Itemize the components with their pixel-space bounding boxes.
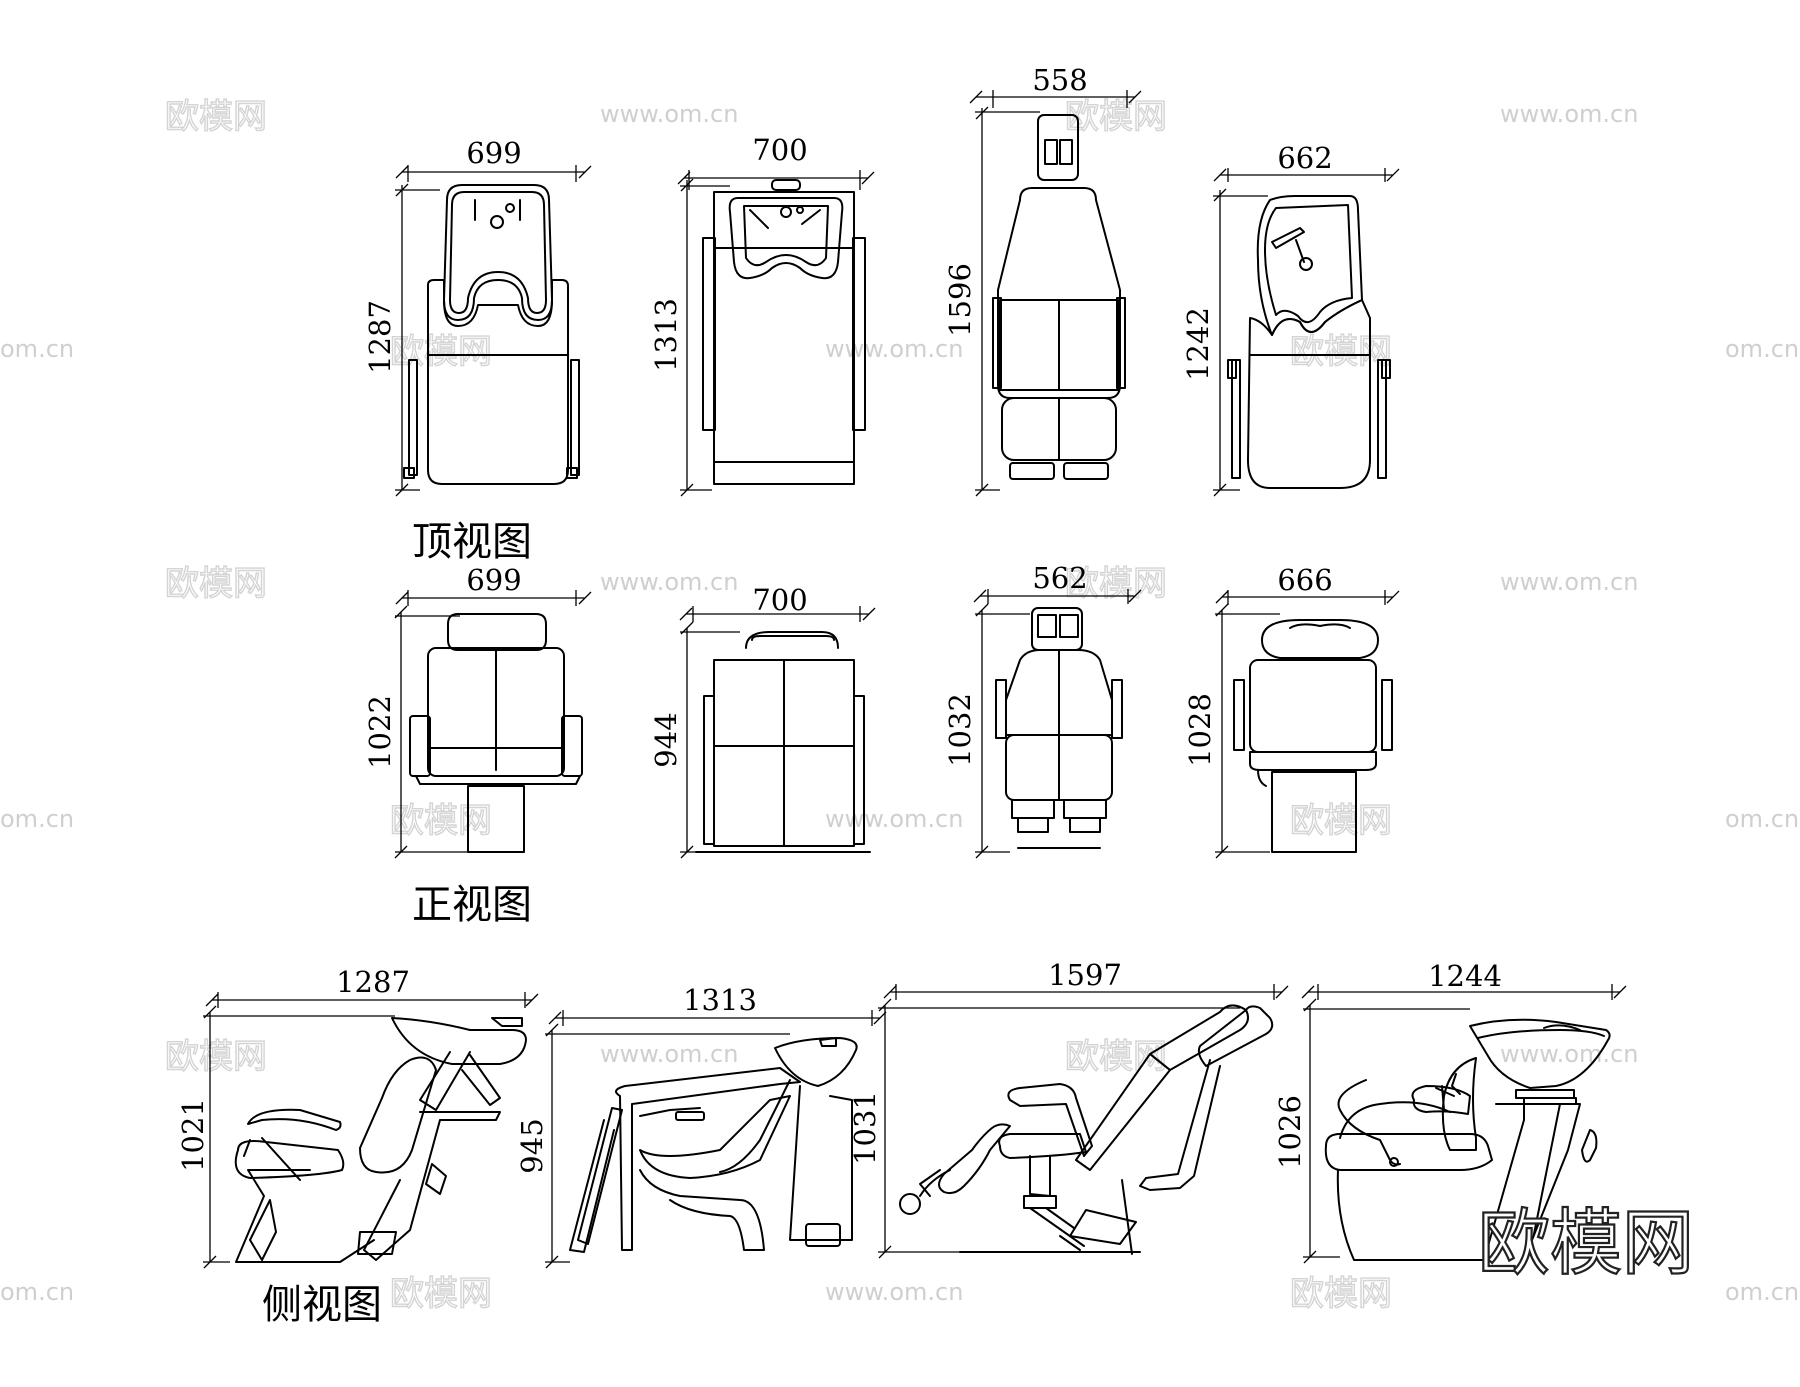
watermark-url: www.om.cn <box>825 335 963 363</box>
dim-top-3-height: 1596 <box>943 263 977 337</box>
watermark-edge: om.cn <box>0 335 74 363</box>
dim-front-4-height: 1028 <box>1183 693 1217 767</box>
dim-top-3-width: 558 <box>1032 63 1087 97</box>
dim-top-1-width: 699 <box>466 136 521 170</box>
top-view-chair-1 <box>403 184 580 485</box>
watermarks: 欧模网 www.om.cn 欧模网 www.om.cn om.cn 欧模网 ww… <box>0 96 1799 1314</box>
dim-front-3-height: 1032 <box>943 693 977 767</box>
label-front-view: 正视图 <box>412 882 532 928</box>
watermark-logo: 欧模网 <box>390 1274 492 1314</box>
watermark-logo: 欧模网 <box>165 1037 267 1077</box>
dim-top-2-height: 1313 <box>649 298 683 372</box>
watermark-logo: 欧模网 <box>165 564 267 604</box>
watermark-logo: 欧模网 <box>1290 1274 1392 1314</box>
dim-top-4-height: 1242 <box>1181 307 1215 381</box>
watermark-url: www.om.cn <box>825 1278 963 1306</box>
watermark-logo: 欧模网 <box>1065 97 1167 137</box>
extension-lines <box>203 90 1613 1263</box>
watermark-logo: 欧模网 <box>1065 1037 1167 1077</box>
dim-top-4-width: 662 <box>1277 141 1332 175</box>
dim-side-4-height: 1026 <box>1273 1095 1307 1169</box>
dim-top-2-width: 700 <box>752 133 807 167</box>
dim-side-1-height: 1021 <box>176 1098 210 1172</box>
watermark-logo: 欧模网 <box>1290 801 1392 841</box>
dim-side-2-height: 945 <box>515 1118 549 1173</box>
dim-side-2-width: 1313 <box>683 983 757 1017</box>
front-view-chair-1 <box>409 613 583 853</box>
watermark-edge: om.cn <box>1725 335 1799 363</box>
dim-front-1-width: 699 <box>466 563 521 597</box>
watermark-edge: om.cn <box>0 1278 74 1306</box>
dimension-lines <box>209 96 1620 1262</box>
watermark-url: www.om.cn <box>1500 568 1638 596</box>
front-view-chair-2 <box>695 631 871 853</box>
watermark-logo: 欧模网 <box>390 801 492 841</box>
watermark-url: www.om.cn <box>600 568 738 596</box>
side-view-chair-3 <box>899 1004 1274 1255</box>
side-view-chair-2 <box>569 1037 858 1253</box>
side-view-chair-4 <box>1324 1018 1611 1261</box>
watermark-edge: om.cn <box>1725 805 1799 833</box>
watermark-logo: 欧模网 <box>165 97 267 137</box>
watermark-url: www.om.cn <box>600 100 738 128</box>
watermark-url: www.om.cn <box>825 805 963 833</box>
watermark-url: www.om.cn <box>600 1040 738 1068</box>
dim-side-1-width: 1287 <box>336 965 410 999</box>
dim-front-1-height: 1022 <box>363 695 397 769</box>
top-view-chair-4 <box>1227 195 1391 489</box>
dim-front-4-width: 666 <box>1277 563 1332 597</box>
watermark-logo: 欧模网 <box>1290 332 1392 372</box>
watermark-edge: om.cn <box>1725 1278 1799 1306</box>
watermark-edge: om.cn <box>0 805 74 833</box>
dim-front-3-width: 562 <box>1032 561 1087 595</box>
watermark-url: www.om.cn <box>1500 100 1638 128</box>
side-view-chair-1 <box>234 1017 527 1263</box>
watermark-logo: 欧模网 <box>1065 564 1167 604</box>
dimension-ticks <box>203 90 1627 1269</box>
dim-side-3-width: 1597 <box>1048 958 1122 992</box>
watermark-logo: 欧模网 <box>390 332 492 372</box>
brand-logo: 欧模网 <box>1478 1201 1694 1285</box>
label-side-view: 侧视图 <box>262 1282 382 1328</box>
top-view-chair-2 <box>702 179 866 485</box>
dimension-labels: 699 1287 700 1313 558 1596 662 1242 699 … <box>176 63 1502 1174</box>
dim-side-4-width: 1244 <box>1428 959 1502 993</box>
dim-side-3-height: 1031 <box>848 1091 882 1165</box>
front-view-chair-3 <box>995 607 1123 849</box>
dim-front-2-height: 944 <box>649 712 683 767</box>
front-view-chair-4 <box>1233 619 1393 853</box>
label-top-view: 顶视图 <box>412 519 532 565</box>
dim-top-1-height: 1287 <box>363 300 397 374</box>
top-view-chair-3 <box>992 114 1126 480</box>
watermark-url: www.om.cn <box>1500 1040 1638 1068</box>
dim-front-2-width: 700 <box>752 583 807 617</box>
